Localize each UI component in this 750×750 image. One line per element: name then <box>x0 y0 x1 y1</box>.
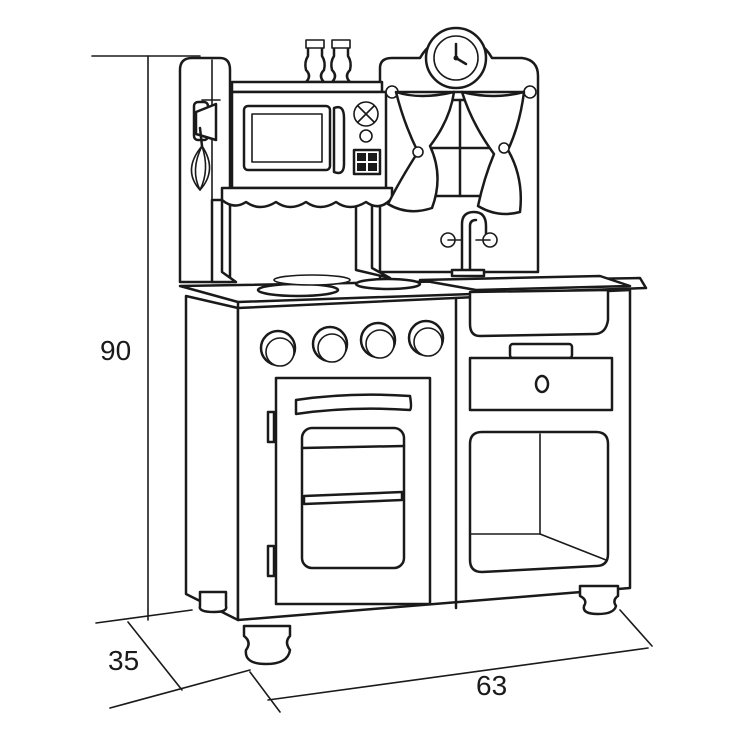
sink-faucet <box>440 210 498 278</box>
sink-basin <box>418 274 632 292</box>
width-dimension-line <box>249 609 653 713</box>
height-label: 90 <box>100 335 131 366</box>
oven-handle <box>294 393 413 416</box>
whisk <box>190 126 211 191</box>
cabinet-feet <box>198 584 620 666</box>
countertop <box>178 274 648 312</box>
burner-1 <box>256 282 340 298</box>
open-shelf <box>468 430 610 574</box>
sink-front-panel <box>468 288 610 338</box>
right-curtain <box>460 90 526 216</box>
top-shelf <box>230 80 384 94</box>
cabinet-side <box>184 294 240 622</box>
drawer-label-plate <box>508 342 574 360</box>
wall-clock <box>424 26 488 90</box>
spice-bottles <box>304 39 352 84</box>
depth-dimension-line <box>109 621 251 709</box>
wall-telephone <box>192 99 221 142</box>
drawer-knob <box>534 374 550 394</box>
oven-knobs <box>259 319 445 367</box>
height-dimension-line <box>91 55 201 624</box>
sink-cabinet <box>468 288 614 574</box>
depth-label: 35 <box>108 645 139 676</box>
microwave <box>220 90 394 209</box>
width-label: 63 <box>476 670 507 701</box>
oven-door <box>266 376 432 606</box>
burner-3 <box>273 274 351 286</box>
oven-rack <box>302 490 404 506</box>
burner-2 <box>354 277 422 291</box>
window-with-curtains <box>385 85 537 216</box>
microwave-valance <box>220 186 394 209</box>
microwave-handle <box>332 105 346 175</box>
